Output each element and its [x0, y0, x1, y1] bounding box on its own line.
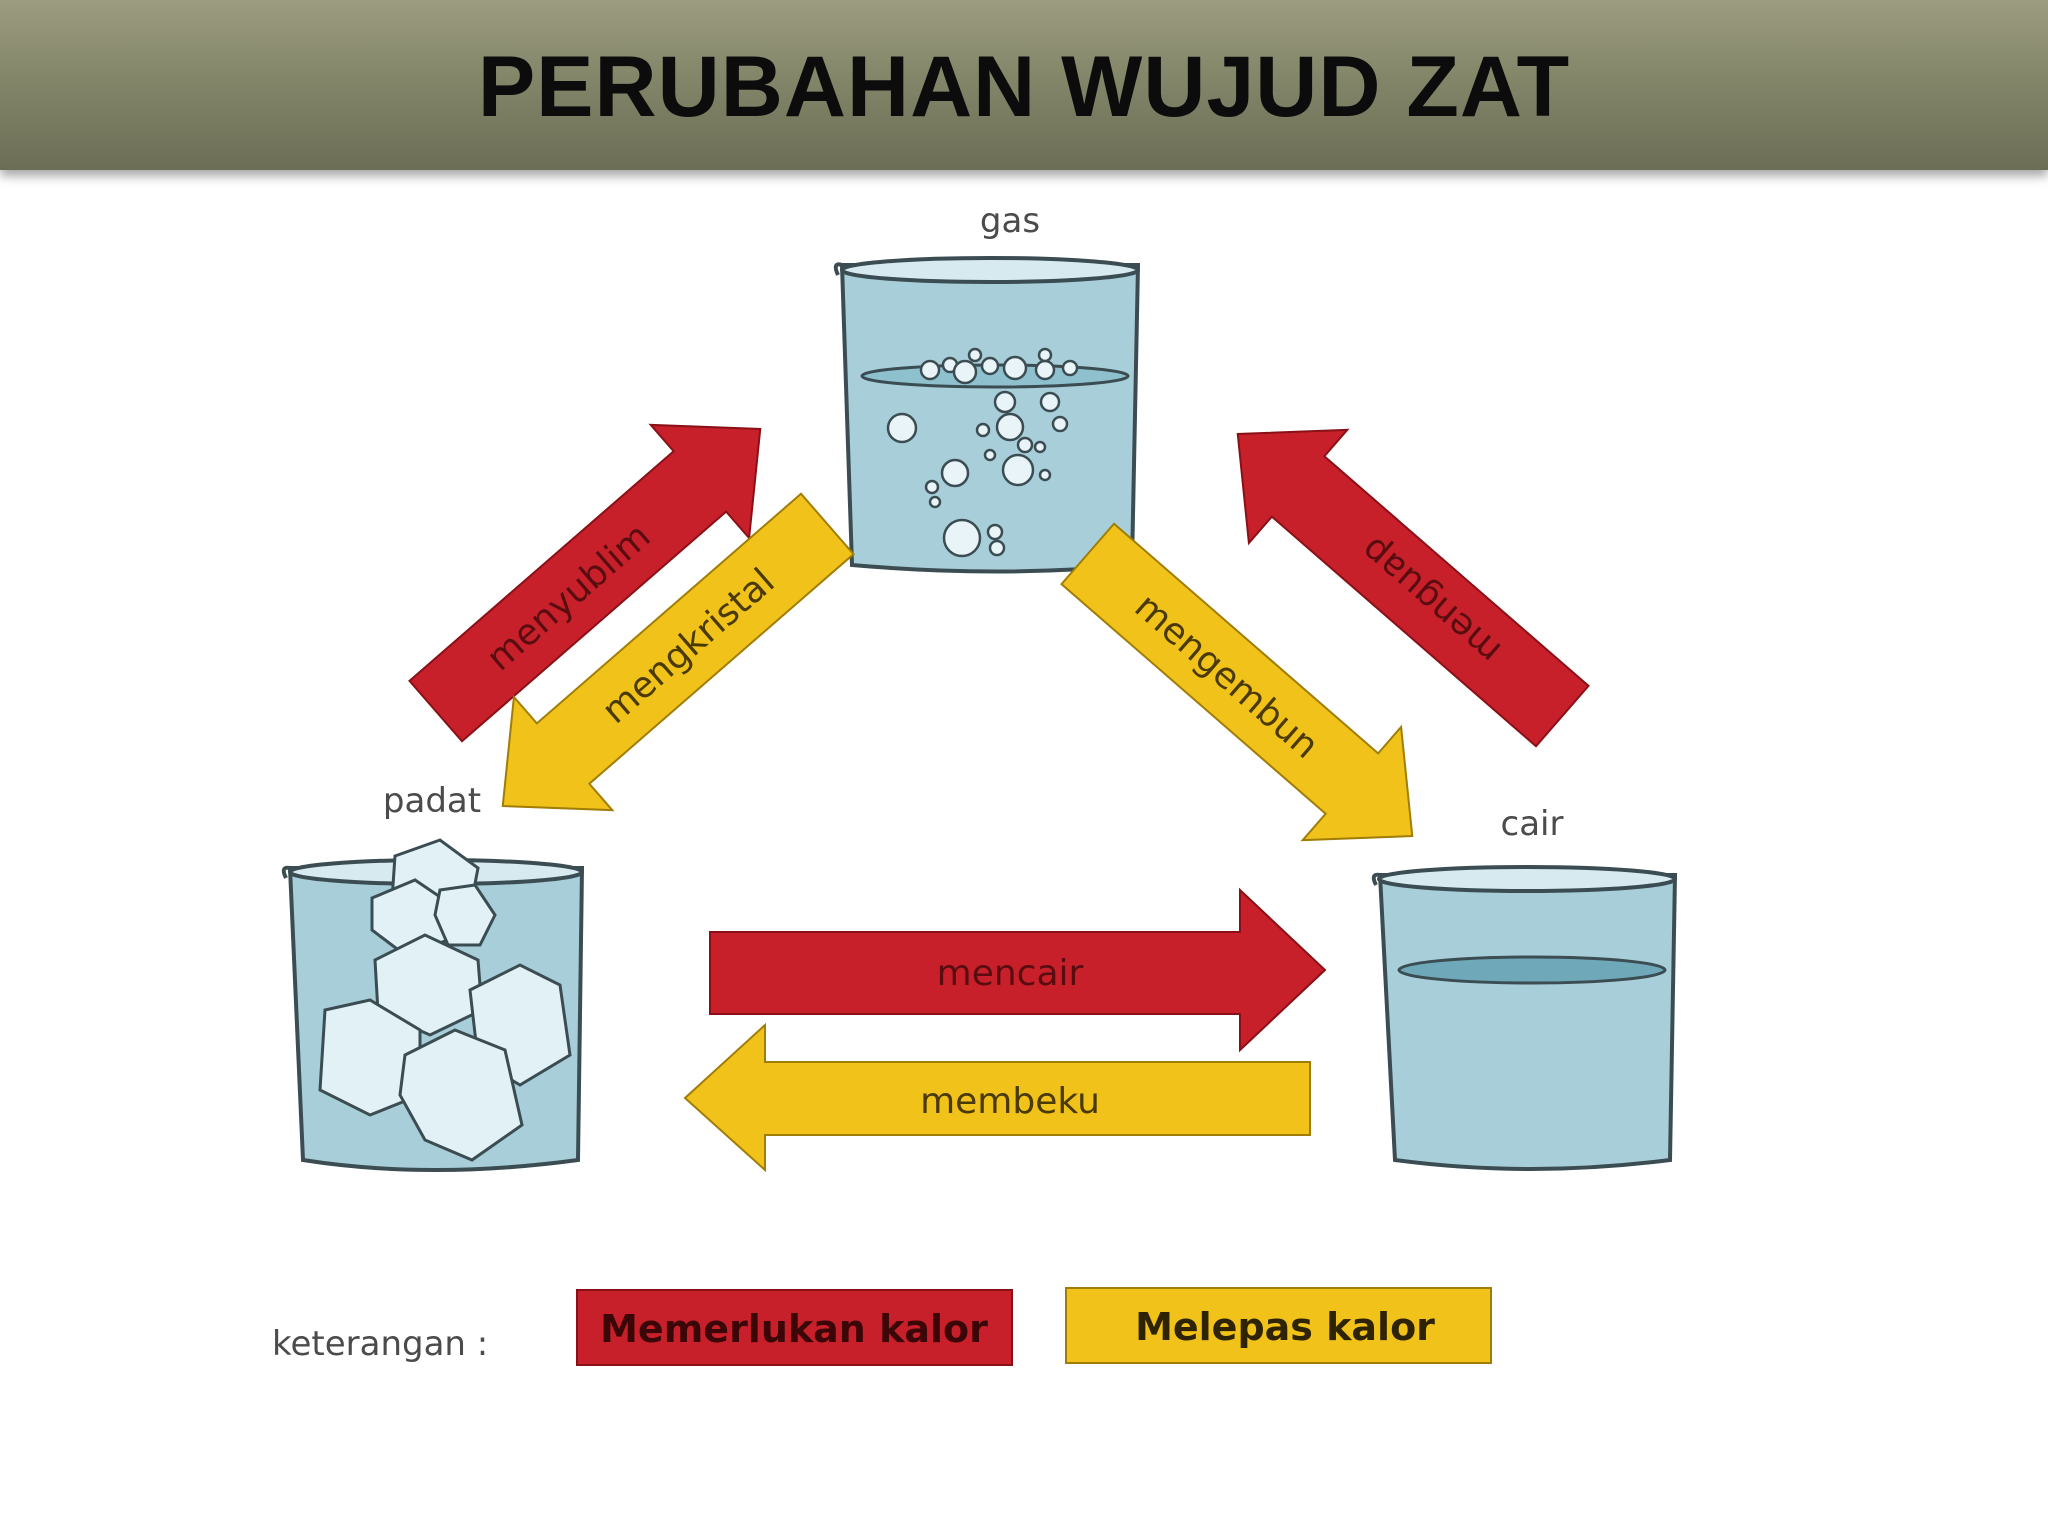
membeku-label: membeku — [920, 1081, 1100, 1122]
solid-label: padat — [383, 781, 481, 821]
legend-yellow-box — [1065, 1287, 1492, 1364]
gas-label: gas — [980, 201, 1040, 241]
liquid-beaker — [1371, 865, 1678, 1171]
legend-yellow-label: Melepas kalor — [1135, 1305, 1435, 1349]
mencair-label: mencair — [937, 953, 1084, 994]
mengembun-label: mengembun — [1127, 586, 1326, 767]
legend-label: keterangan : — [272, 1324, 488, 1364]
solid-beaker — [281, 838, 585, 1172]
title-bar: PERUBAHAN WUJUD ZAT — [0, 0, 2048, 170]
page-title: PERUBAHAN WUJUD ZAT — [477, 39, 1571, 135]
membeku-arrow: membeku — [683, 1022, 1311, 1173]
legend: keterangan : Memerlukan kalor Melepas ka… — [272, 1287, 1492, 1366]
legend-red-box — [576, 1289, 1013, 1366]
gas-bubbles — [886, 347, 1079, 558]
mencair-arrow: mencair — [709, 887, 1327, 1053]
liquid-label: cair — [1501, 804, 1564, 844]
ice-cubes — [318, 838, 572, 1162]
legend-red-label: Memerlukan kalor — [600, 1307, 988, 1351]
gas-beaker — [833, 256, 1141, 574]
